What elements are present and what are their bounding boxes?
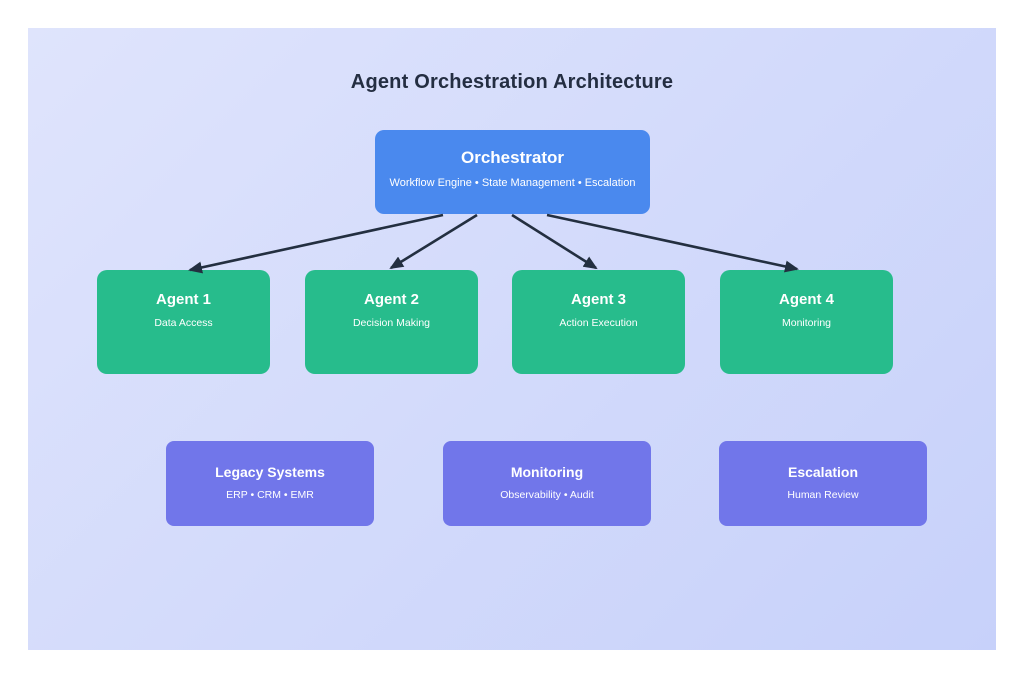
node-orchestrator: Orchestrator Workflow Engine • State Man…	[375, 130, 650, 214]
diagram-title: Agent Orchestration Architecture	[350, 71, 674, 93]
node-agent-1: Agent 1 Data Access	[97, 270, 270, 374]
agent-3-subtitle: Action Execution	[559, 317, 638, 329]
node-agent-3: Agent 3 Action Execution	[512, 270, 685, 374]
legacy-systems-subtitle: ERP • CRM • EMR	[226, 489, 314, 501]
node-monitoring: Monitoring Observability • Audit	[443, 441, 651, 526]
node-legacy-systems: Legacy Systems ERP • CRM • EMR	[166, 441, 374, 526]
agent-3-title: Agent 3	[570, 291, 626, 308]
monitoring-title: Monitoring	[510, 464, 584, 480]
node-agent-2: Agent 2 Decision Making	[305, 270, 478, 374]
node-escalation: Escalation Human Review	[719, 441, 927, 526]
monitoring-subtitle: Observability • Audit	[500, 489, 594, 501]
orchestrator-title: Orchestrator	[461, 148, 564, 167]
agent-2-subtitle: Decision Making	[352, 317, 431, 329]
orchestrator-subtitle: Workflow Engine • State Management • Esc…	[389, 177, 636, 189]
node-agent-4: Agent 4 Monitoring	[720, 270, 893, 374]
agent-4-subtitle: Monitoring	[781, 317, 832, 329]
agent-4-title: Agent 4	[778, 291, 834, 308]
agent-2-title: Agent 2	[363, 291, 419, 308]
legacy-systems-title: Legacy Systems	[215, 464, 325, 480]
agent-1-title: Agent 1	[155, 291, 211, 308]
agent-1-subtitle: Data Access	[154, 317, 213, 329]
escalation-title: Escalation	[787, 464, 859, 480]
escalation-subtitle: Human Review	[787, 489, 859, 501]
